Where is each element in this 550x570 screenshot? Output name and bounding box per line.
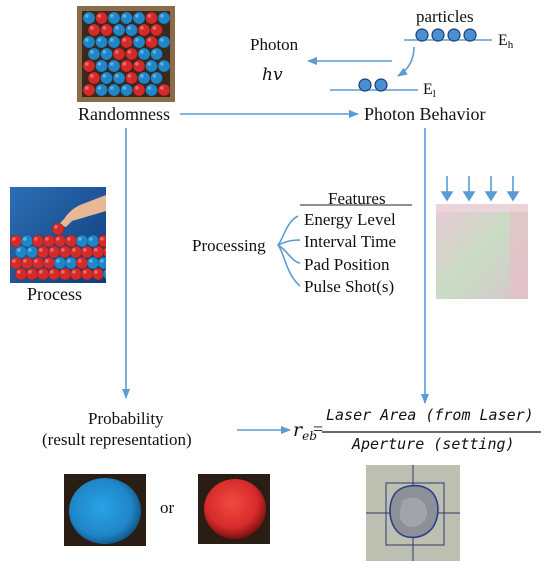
processing-label: Processing — [192, 236, 266, 255]
ball-pit-image — [77, 6, 175, 102]
features-title: Features — [328, 189, 386, 208]
or-label: or — [160, 498, 175, 517]
photon-label: Photon — [250, 35, 299, 54]
formula-denominator: Aperture (setting) — [352, 435, 515, 453]
feature-item: Pad Position — [304, 255, 390, 274]
randomness-label: Randomness — [78, 104, 170, 124]
feature-item: Energy Level — [304, 210, 396, 229]
features-bracket-mid — [277, 239, 301, 264]
formula-equals: = — [313, 419, 324, 439]
particles-label: particles — [416, 7, 474, 26]
feature-item: Pulse Shot(s) — [304, 277, 395, 296]
photon-behavior-label: Photon Behavior — [364, 104, 486, 124]
hand-picking-balls-image — [10, 187, 106, 283]
hv-label: hv — [262, 65, 283, 85]
formula-lhs: reb — [293, 419, 317, 443]
blue-ball-image — [64, 474, 146, 546]
laser-pad-image — [436, 176, 528, 299]
features-bracket — [276, 215, 301, 287]
particles-high — [415, 28, 477, 42]
formula-numerator: Laser Area (from Laser) — [326, 406, 534, 424]
laser-spot-image — [366, 465, 460, 561]
particles-low — [358, 78, 388, 92]
transition-arrow — [397, 46, 415, 77]
red-ball-image — [198, 474, 270, 544]
e-low-label: El — [423, 81, 436, 100]
process-label: Process — [27, 284, 82, 304]
probability-label: Probability — [88, 409, 164, 428]
feature-item: Interval Time — [304, 232, 397, 251]
probability-sub-label: (result representation) — [42, 430, 192, 449]
e-high-label: Eh — [498, 32, 514, 51]
